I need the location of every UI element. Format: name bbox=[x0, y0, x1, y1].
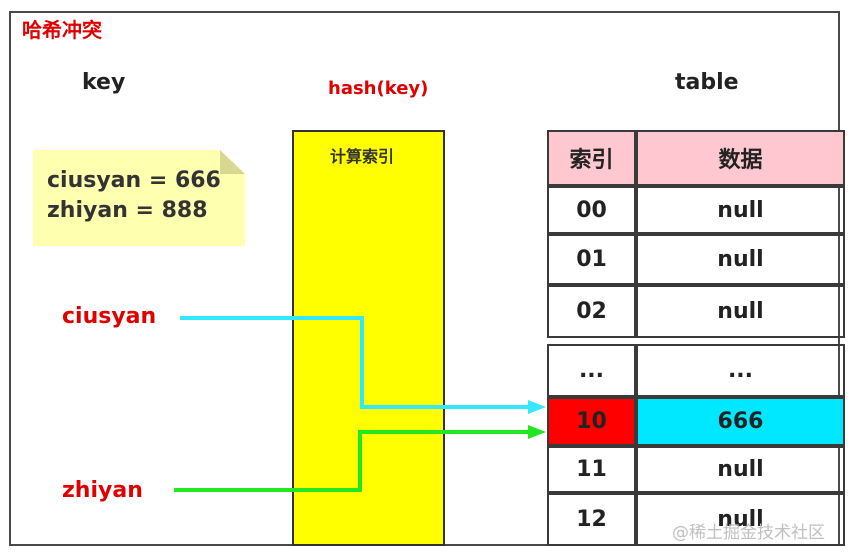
table-row-index-ellipsis: ... bbox=[547, 344, 636, 397]
ciusyan-arrow-head bbox=[528, 400, 546, 414]
hash-function-label: 计算索引 bbox=[330, 147, 395, 166]
table-row-data: null bbox=[636, 446, 845, 493]
table-row-data: null bbox=[636, 186, 845, 234]
ciusyan-arrow-line bbox=[180, 316, 530, 409]
note-line-ciusyan: ciusyan = 666 bbox=[47, 168, 221, 193]
diagram-title: 哈希冲突 bbox=[22, 18, 102, 42]
watermark: @稀土掘金技术社区 bbox=[672, 523, 825, 543]
table-row-index: 01 bbox=[547, 234, 636, 285]
key-zhiyan: zhiyan bbox=[62, 478, 143, 503]
zhiyan-arrow-head bbox=[528, 425, 546, 439]
table-row-index: 12 bbox=[547, 493, 636, 546]
table-header-data: 数据 bbox=[636, 130, 845, 186]
key-ciusyan: ciusyan bbox=[62, 304, 157, 329]
table-row-index-collision: 10 bbox=[547, 397, 636, 446]
note-line-zhiyan: zhiyan = 888 bbox=[47, 198, 208, 223]
table-row-index: 11 bbox=[547, 446, 636, 493]
table-row-data: null bbox=[636, 285, 845, 338]
table-row-index: 00 bbox=[547, 186, 636, 234]
table-column-label: table bbox=[675, 70, 739, 95]
hash-function-box bbox=[292, 130, 445, 546]
zhiyan-arrow-line bbox=[174, 430, 530, 492]
hash-column-label: hash(key) bbox=[328, 78, 429, 99]
sticky-note bbox=[33, 150, 245, 246]
table-row-data-collision: 666 bbox=[636, 397, 845, 446]
table-row-data: null bbox=[636, 493, 845, 546]
table-row-data-ellipsis: ... bbox=[636, 344, 845, 397]
table-row-data: null bbox=[636, 234, 845, 285]
table-header-index: 索引 bbox=[547, 130, 636, 186]
key-column-label: key bbox=[82, 70, 126, 95]
table-row-index: 02 bbox=[547, 285, 636, 338]
